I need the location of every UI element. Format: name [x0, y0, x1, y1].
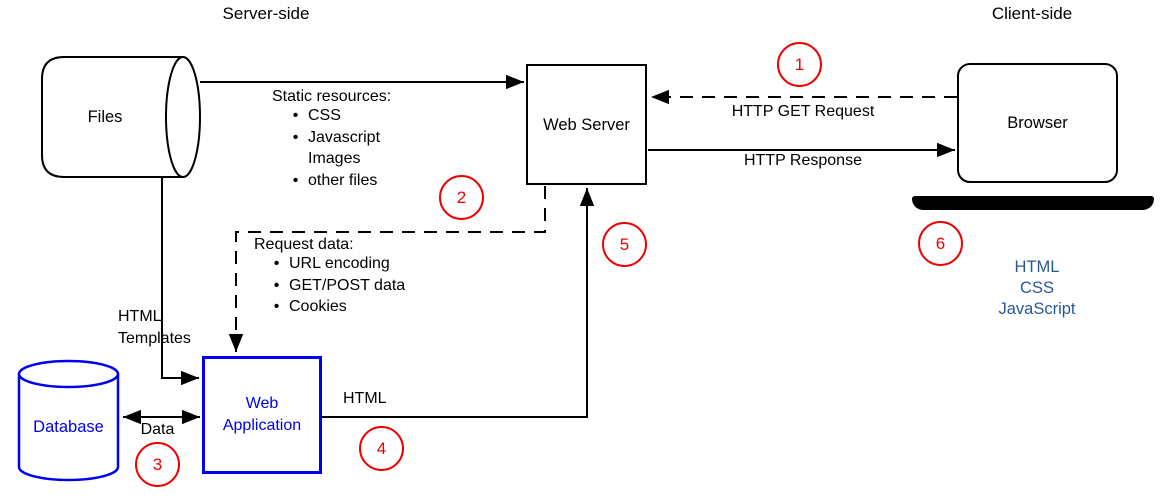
list-item: • Cookies	[264, 296, 405, 318]
web-application-label-line1: Web	[245, 395, 279, 412]
http-response-label: HTTP Response	[744, 152, 862, 169]
list-item: • other files	[283, 170, 380, 192]
request-data-heading: Request data:	[254, 236, 354, 253]
bullet-icon: •	[273, 298, 280, 316]
list-item: • GET/POST data	[264, 275, 406, 297]
files-cylinder-cap	[165, 56, 201, 178]
web-server-label: Web Server	[543, 115, 630, 134]
client-side-title: Client-side	[991, 4, 1073, 23]
step-circle-6: 6	[918, 221, 963, 266]
step-circle-2: 2	[439, 175, 484, 220]
step-circle-5: 5	[602, 222, 647, 267]
step-circle-1: 1	[777, 42, 822, 87]
bullet-icon: •	[273, 255, 280, 272]
list-item: • URL encoding	[264, 253, 405, 275]
bullet-icon: •	[292, 172, 299, 190]
list-item: Images	[308, 150, 361, 168]
web-application-node: Web Application	[202, 356, 322, 474]
step-circle-4: 4	[359, 426, 404, 471]
edge-html-to-server-line	[322, 188, 595, 418]
request-data-list: • URL encoding • GET/POST data • Cookies	[264, 253, 406, 318]
client-stack-label: HTML CSS JavaScript	[998, 258, 1076, 318]
bullet-icon: •	[292, 128, 299, 146]
http-get-request-label: HTTP GET Request	[731, 103, 875, 120]
list-item: • Javascript	[283, 127, 380, 149]
web-application-label-line2: Application	[222, 417, 302, 434]
browser-node: Browser	[957, 63, 1118, 183]
static-resources-heading: Static resources:	[272, 88, 392, 105]
list-item: • CSS	[283, 105, 380, 127]
browser-label: Browser	[1007, 114, 1068, 132]
static-resources-list: • CSS • Javascript Images • other files	[283, 105, 380, 192]
database-node-label: Database	[33, 418, 104, 436]
server-side-title: Server-side	[222, 4, 310, 23]
laptop-base-icon	[912, 196, 1154, 210]
database-cylinder-body	[17, 374, 120, 482]
edge-request-data-line	[228, 186, 546, 352]
files-cylinder-body	[41, 56, 183, 178]
bullet-icon: •	[273, 276, 280, 294]
files-node-label: Files	[87, 108, 123, 126]
edge-html-templates-line	[161, 177, 199, 386]
data-label: Data	[140, 421, 175, 438]
html-label: HTML	[343, 390, 387, 407]
step-circle-3: 3	[135, 442, 180, 487]
bullet-icon: •	[292, 107, 299, 124]
database-cylinder-cap	[17, 359, 120, 389]
web-server-node: Web Server	[526, 64, 647, 185]
html-templates-label: HTML Templates	[118, 308, 191, 347]
